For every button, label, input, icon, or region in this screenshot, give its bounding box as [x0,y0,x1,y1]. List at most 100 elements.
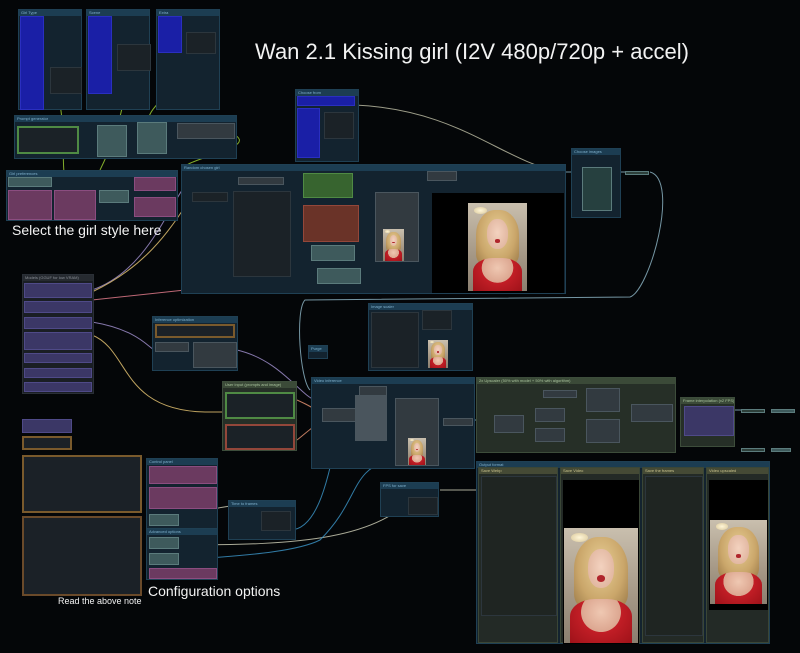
group-video-inference[interactable]: Video inference [311,377,475,469]
group-inference-optimization[interactable]: Inference optimization [152,316,238,371]
node[interactable] [193,342,237,368]
math-node[interactable] [408,497,438,515]
selector-node[interactable] [20,16,44,110]
switch-node[interactable] [117,44,151,71]
node[interactable] [192,192,228,202]
reroute-node[interactable] [771,409,795,413]
reroute-node[interactable] [741,448,765,452]
node[interactable] [238,177,284,185]
node[interactable] [535,428,565,442]
node[interactable] [322,408,358,422]
node[interactable] [233,191,291,277]
save-video-node[interactable] [563,480,639,644]
note-node[interactable] [155,324,235,338]
group-models[interactable]: Models (GGUF for low VRAM) [22,274,94,394]
group-upscaler[interactable]: 2x Upscaler (50% with model + 50% with a… [476,377,676,453]
setting-node[interactable] [149,514,179,526]
math-node[interactable] [261,511,291,531]
model-loader-node[interactable] [24,317,92,329]
save-frames-node[interactable] [645,476,703,636]
group-choose-from[interactable]: Choose from [295,89,359,162]
group-girl-preferences[interactable]: Girl preferences [6,170,178,221]
model-loader-node[interactable] [24,382,92,392]
selector-node[interactable] [297,108,320,158]
preference-node[interactable] [134,197,176,217]
selector-node[interactable] [88,16,112,94]
group-prompt-generator[interactable]: Prompt generator [14,115,237,159]
switch-node[interactable] [50,67,82,94]
positive-prompt-input[interactable] [225,392,295,419]
node[interactable] [586,388,620,412]
sampler-node[interactable] [395,398,439,466]
node[interactable] [22,419,72,433]
group-user-input[interactable]: User input (prompts and image) [222,381,297,451]
group-girl-type[interactable]: Girl Type [18,9,82,110]
node[interactable] [631,404,673,422]
group-advanced-options[interactable]: Advanced options [146,528,218,580]
reroute-node[interactable] [741,409,765,413]
text-node[interactable] [17,126,79,154]
concat-node[interactable] [137,122,167,154]
node[interactable] [427,171,457,181]
model-loader-node[interactable] [24,332,92,350]
sampler-node[interactable] [375,192,419,262]
node[interactable] [155,342,189,352]
input-node[interactable] [8,177,52,187]
group-image-scaler[interactable]: Image scaler [368,303,473,371]
preference-node[interactable] [54,190,96,220]
group-fps-for-save[interactable]: FPS for save [380,482,439,517]
group-extra[interactable]: Extra [156,9,220,110]
model-loader-node[interactable] [24,353,92,363]
group-save-frames[interactable]: Save the frames [642,467,704,643]
rife-node[interactable] [684,406,734,436]
node[interactable] [586,419,620,443]
node[interactable] [535,408,565,422]
node[interactable] [317,268,361,284]
show-text-node[interactable] [177,123,235,139]
switch-node[interactable] [186,32,216,54]
negative-prompt-node[interactable] [303,205,359,242]
selector-node[interactable] [158,16,182,53]
group-choose-images[interactable]: Choose images [571,148,621,218]
node[interactable] [355,395,387,441]
note-node[interactable] [22,516,142,596]
group-save-webp[interactable]: Save Webp [478,467,558,643]
negative-prompt-input[interactable] [225,424,295,450]
switch-node[interactable] [324,112,354,139]
model-loader-node[interactable] [24,301,92,313]
upscaled-video-node[interactable] [709,480,768,610]
group-random-chosen-girl[interactable]: Random chosen girl [181,164,566,294]
node[interactable] [543,390,577,398]
model-loader-node[interactable] [24,368,92,378]
group-video-upscaled[interactable]: Video upscaled [706,467,769,643]
node[interactable] [443,418,473,426]
group-output-format[interactable]: Output format Save Webp Save Video Save … [476,461,770,644]
group-purge[interactable]: Purge [308,345,328,359]
setting-node[interactable] [149,466,217,484]
node[interactable] [311,245,355,261]
load-image-node[interactable] [371,312,419,368]
node[interactable] [582,167,612,211]
reroute-node[interactable] [771,448,791,452]
positive-prompt-node[interactable] [303,173,353,198]
setting-node[interactable] [149,537,179,549]
model-loader-node[interactable] [24,283,92,298]
note-node[interactable] [22,436,72,450]
node[interactable] [422,310,452,330]
preference-node[interactable] [8,190,52,220]
concat-node[interactable] [97,125,127,157]
setting-node[interactable] [149,568,217,579]
group-control-panel[interactable]: Control panel [146,458,218,530]
group-time-to-frames[interactable]: Time to frames [228,500,296,540]
setting-node[interactable] [149,553,179,565]
save-webp-node[interactable] [481,476,557,616]
selector-node[interactable] [297,96,355,106]
group-frame-interpolation[interactable]: Frame interpolation (x2 FPS) [680,397,735,447]
node[interactable] [494,415,524,433]
group-save-video[interactable]: Save Video [560,467,640,644]
reroute-node[interactable] [625,171,649,175]
group-scene[interactable]: Scene [86,9,151,110]
image-preview-node[interactable] [432,193,564,293]
note-node[interactable] [22,455,142,513]
setting-node[interactable] [149,487,217,509]
